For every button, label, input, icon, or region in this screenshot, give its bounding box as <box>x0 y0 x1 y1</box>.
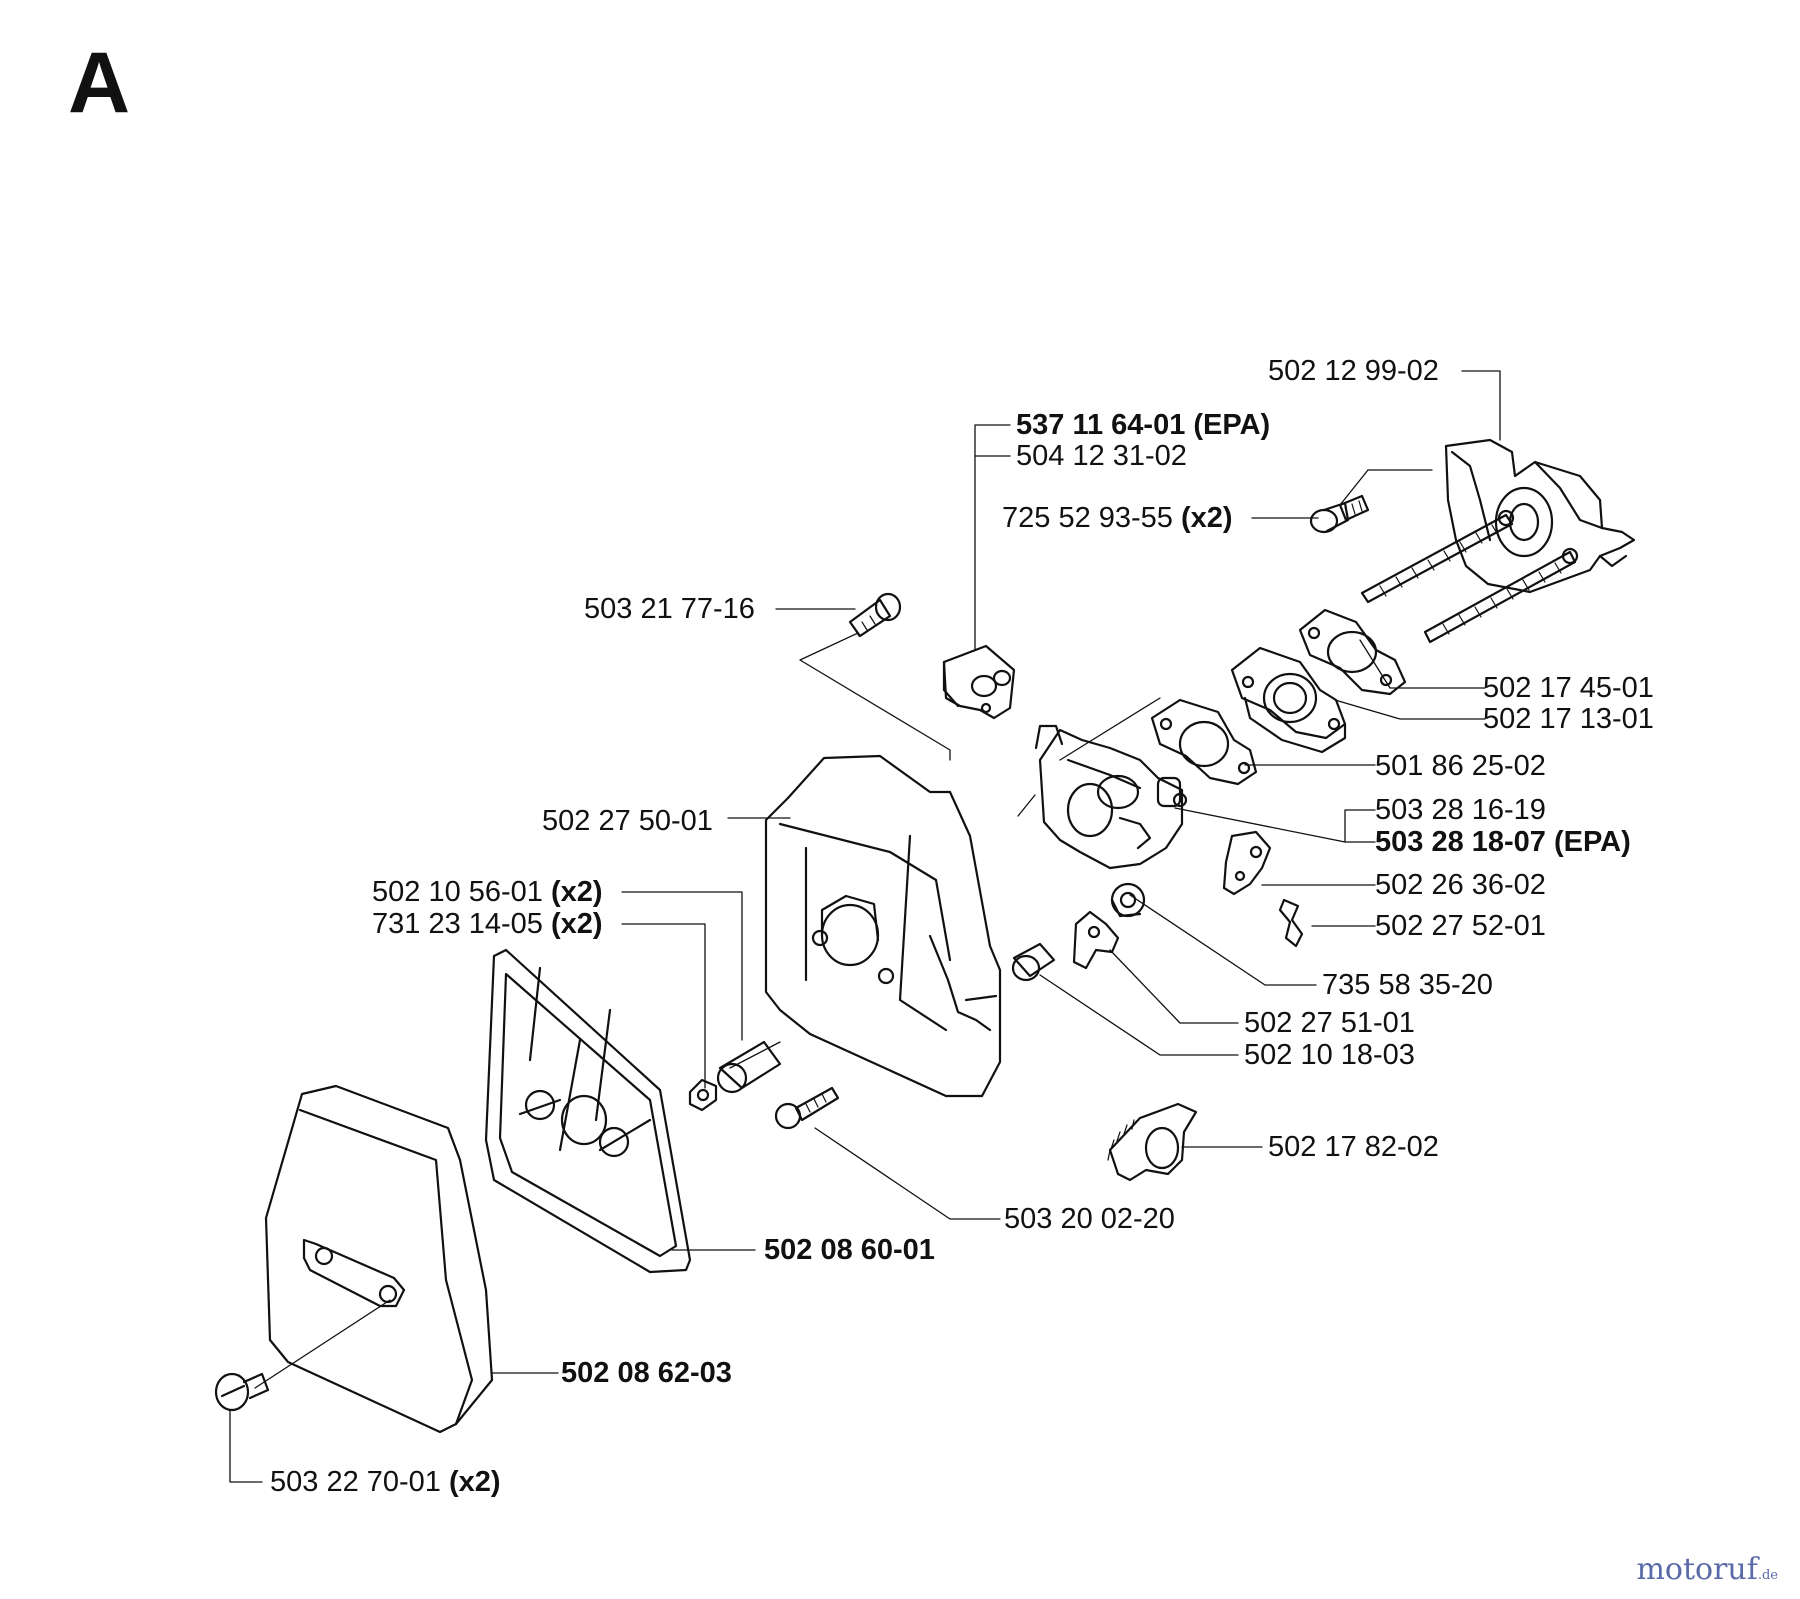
part-number-callout: 502 10 56-01 (x2) <box>372 878 603 907</box>
part-number: 503 28 18-07 (EPA) <box>1375 826 1631 858</box>
part-number: 502 08 60-01 <box>764 1234 935 1266</box>
filter-housing-drawing <box>764 754 1002 1098</box>
section-letter: A <box>68 35 131 131</box>
lever-502-26-36-drawing <box>1222 830 1272 896</box>
part-number-callout: 502 17 82-02 <box>1268 1133 1439 1162</box>
part-number: 502 17 45-01 <box>1483 672 1654 704</box>
part-number: 537 11 64-01 (EPA) <box>1016 409 1271 441</box>
part-number: 502 17 82-02 <box>1268 1131 1439 1163</box>
part-number: 502 27 51-01 <box>1244 1007 1415 1039</box>
part-number-callout: 504 12 31-02 <box>1016 442 1187 471</box>
part-number: 502 17 13-01 <box>1483 703 1654 735</box>
part-number: 503 28 16-19 <box>1375 794 1546 826</box>
part-number: 502 08 62-03 <box>561 1357 732 1389</box>
part-number-callout: 502 08 60-01 <box>764 1236 935 1265</box>
part-number: 503 22 70-01 <box>270 1466 449 1498</box>
watermark-logo: motoruf.de <box>1636 1555 1778 1585</box>
spacer-502-10-56-drawing <box>716 1040 782 1094</box>
part-number: 725 52 93-55 <box>1002 502 1181 534</box>
clip-502-27-52-drawing <box>1278 898 1304 948</box>
part-number: 501 86 25-02 <box>1375 750 1546 782</box>
part-number-callout: 502 17 45-01 <box>1483 674 1654 703</box>
quantity-label: (x2) <box>550 908 603 940</box>
screw-503-20-drawing <box>774 1086 840 1130</box>
part-number-callout: 502 27 50-01 <box>542 807 713 836</box>
part-number: 502 12 99-02 <box>1268 355 1439 387</box>
nut-731-23-drawing <box>688 1078 718 1112</box>
part-number-callout: 731 23 14-05 (x2) <box>372 910 603 939</box>
part-number: 731 23 14-05 <box>372 908 551 940</box>
part-number-callout: 503 28 16-19 <box>1375 796 1546 825</box>
part-number-callout: 502 27 52-01 <box>1375 912 1546 941</box>
part-number-callout: 502 26 36-02 <box>1375 871 1546 900</box>
part-number-callout: 502 12 99-02 <box>1268 357 1439 386</box>
part-number-callout: 503 22 70-01 (x2) <box>270 1468 501 1497</box>
part-number-callout: 502 27 51-01 <box>1244 1009 1415 1038</box>
studs-drawing <box>1360 509 1579 644</box>
watermark-suffix: .de <box>1757 1568 1778 1583</box>
part-number: 502 26 36-02 <box>1375 869 1546 901</box>
part-number-callout: 503 28 18-07 (EPA) <box>1375 828 1631 857</box>
screw-725-drawing <box>1309 494 1370 534</box>
part-number: 502 27 52-01 <box>1375 910 1546 942</box>
part-number: 504 12 31-02 <box>1016 440 1187 472</box>
part-number: 503 20 02-20 <box>1004 1203 1175 1235</box>
screw-503-21-drawing <box>848 592 902 638</box>
carburetor-drawing <box>1034 724 1188 870</box>
air-filter-drawing <box>484 948 692 1274</box>
bushing-735-drawing <box>1110 882 1146 918</box>
part-number: 502 27 50-01 <box>542 805 713 837</box>
bracket-502-27-51-drawing <box>1072 910 1120 970</box>
quantity-label: (x2) <box>448 1466 501 1498</box>
part-number: 502 10 18-03 <box>1244 1039 1415 1071</box>
part-number-callout: 502 10 18-03 <box>1244 1041 1415 1070</box>
spacer-502-17-13-drawing <box>1230 646 1347 754</box>
quantity-label: (x2) <box>1180 502 1233 534</box>
part-number-callout: 735 58 35-20 <box>1322 971 1493 1000</box>
part-number-callout: 503 20 02-20 <box>1004 1205 1175 1234</box>
air-filter-cover-drawing <box>264 1084 494 1434</box>
choke-knob-drawing <box>1107 1102 1198 1182</box>
part-number-callout: 503 21 77-16 <box>584 595 755 624</box>
gasket-501-86-25-drawing <box>1150 698 1258 786</box>
part-number-callout: 725 52 93-55 (x2) <box>1002 504 1233 533</box>
clamp-537-11-64-drawing <box>942 644 1016 720</box>
watermark-name: motoruf <box>1636 1552 1758 1587</box>
part-number: 735 58 35-20 <box>1322 969 1493 1001</box>
sleeve-502-10-18-drawing <box>1011 942 1056 982</box>
part-number-callout: 502 08 62-03 <box>561 1359 732 1388</box>
part-number: 503 21 77-16 <box>584 593 755 625</box>
knob-screw-drawing <box>214 1372 270 1412</box>
leader-lines <box>229 370 1501 1483</box>
part-number-callout: 501 86 25-02 <box>1375 752 1546 781</box>
part-number-callout: 502 17 13-01 <box>1483 705 1654 734</box>
quantity-label: (x2) <box>550 876 603 908</box>
part-number: 502 10 56-01 <box>372 876 551 908</box>
gasket-502-17-45-drawing <box>1298 608 1407 696</box>
part-number-callout: 537 11 64-01 (EPA) <box>1016 411 1270 440</box>
